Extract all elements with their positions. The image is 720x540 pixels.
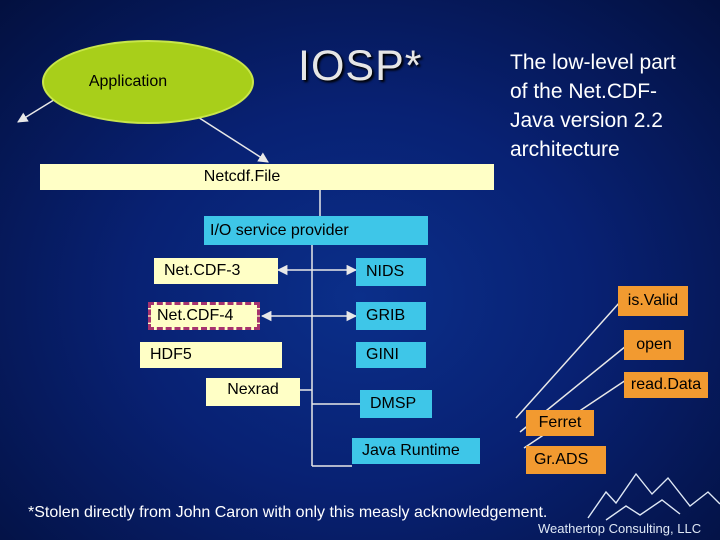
readdata-label: read.Data — [630, 376, 702, 393]
nexrad-label: Nexrad — [227, 381, 279, 398]
footnote-text: *Stolen directly from John Caron with on… — [28, 504, 548, 521]
io-service-provider-box: I/O service provider — [204, 216, 428, 245]
grads-label: Gr.ADS — [534, 451, 589, 468]
isvalid-label: is.Valid — [627, 292, 679, 309]
gini-label: GINI — [366, 346, 399, 363]
isvalid-box: is.Valid — [618, 286, 688, 316]
nids-box: NIDS — [356, 258, 426, 286]
nexrad-box: Nexrad — [206, 378, 300, 406]
netcdf3-label: Net.CDF-3 — [164, 262, 241, 279]
open-box: open — [624, 330, 684, 360]
java-runtime-label: Java Runtime — [362, 442, 460, 459]
hdf5-label: HDF5 — [150, 346, 192, 363]
dmsp-box: DMSP — [360, 390, 432, 418]
ferret-label: Ferret — [538, 414, 582, 431]
grads-box: Gr.ADS — [526, 446, 606, 474]
mountain-logo-icon — [587, 472, 720, 521]
io-service-provider-label: I/O service provider — [210, 221, 349, 239]
grib-label: GRIB — [366, 307, 406, 324]
readdata-box: read.Data — [624, 372, 708, 398]
java-runtime-box: Java Runtime — [352, 438, 480, 464]
dmsp-label: DMSP — [370, 395, 417, 412]
netcdf4-box: Net.CDF-4 — [148, 302, 260, 330]
netcdffile-label: Netcdf.File — [203, 168, 281, 185]
netcdf3-box: Net.CDF-3 — [154, 258, 278, 284]
gini-box: GINI — [356, 342, 426, 368]
grib-box: GRIB — [356, 302, 426, 330]
description-text: The low-level part of the Net.CDF-Java v… — [510, 51, 676, 161]
application-ellipse: Application — [42, 40, 254, 124]
application-to-netcdffile-arrow — [189, 111, 269, 163]
nids-label: NIDS — [366, 263, 405, 280]
branding-text: Weathertop Consulting, LLC — [538, 521, 702, 536]
netcdf4-label: Net.CDF-4 — [157, 307, 234, 324]
ferret-box: Ferret — [526, 410, 594, 436]
hdf5-box: HDF5 — [140, 342, 282, 368]
application-label: Application — [88, 73, 168, 90]
iosp-title: IOSP* — [298, 42, 423, 90]
netcdffile-box: Netcdf.File — [40, 164, 494, 190]
open-label: open — [636, 336, 672, 353]
isvalid-to-app-line — [515, 301, 621, 419]
